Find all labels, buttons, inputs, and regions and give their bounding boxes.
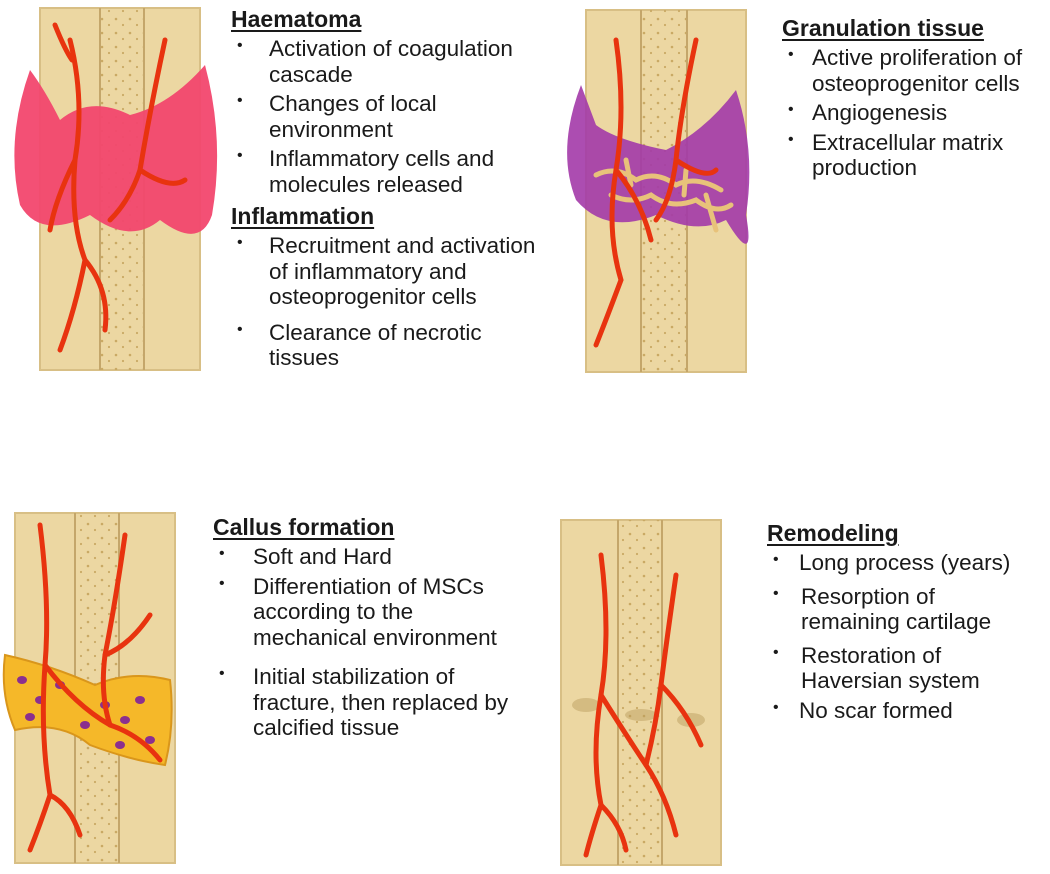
callus-bullets: Soft and Hard Differentiation of MSCs ac… bbox=[213, 544, 513, 741]
panel-remodeling-text: Remodeling Long process (years) Resorpti… bbox=[767, 520, 1037, 723]
panel-callus-text: Callus formation Soft and Hard Different… bbox=[213, 514, 513, 741]
remodeling-bullets: Long process (years) Resorption of remai… bbox=[767, 550, 1037, 723]
bone-shaft bbox=[561, 520, 721, 865]
list-item: Soft and Hard bbox=[213, 544, 513, 570]
haematoma-illustration bbox=[0, 0, 230, 380]
list-item: Initial stabilization of fracture, then … bbox=[213, 664, 513, 741]
remodeling-illustration bbox=[556, 515, 756, 870]
heading-remodeling: Remodeling bbox=[767, 520, 1037, 546]
inflammation-bullets: Recruitment and activation of inflammato… bbox=[231, 233, 541, 371]
list-item: Inflammatory cells and molecules release… bbox=[231, 146, 541, 197]
list-item: Active proliferation of osteoprogenitor … bbox=[782, 45, 1050, 96]
granulation-illustration bbox=[556, 0, 776, 380]
list-item: No scar formed bbox=[767, 698, 1037, 724]
list-item: Changes of local environment bbox=[231, 91, 541, 142]
heading-haematoma: Haematoma bbox=[231, 6, 541, 32]
callus-illustration bbox=[0, 505, 200, 867]
haematoma-bullets: Activation of coagulation cascade Change… bbox=[231, 36, 541, 197]
panel-haematoma-text: Haematoma Activation of coagulation casc… bbox=[231, 6, 541, 371]
list-item: Long process (years) bbox=[767, 550, 1037, 576]
granulation-bullets: Active proliferation of osteoprogenitor … bbox=[782, 45, 1050, 181]
list-item: Clearance of necrotic tissues bbox=[231, 320, 541, 371]
list-item: Restoration of Haversian system bbox=[767, 643, 1037, 694]
list-item: Angiogenesis bbox=[782, 100, 1050, 126]
list-item: Resorption of remaining cartilage bbox=[767, 584, 1037, 635]
list-item: Activation of coagulation cascade bbox=[231, 36, 541, 87]
heading-inflammation: Inflammation bbox=[231, 203, 541, 229]
list-item: Differentiation of MSCs according to the… bbox=[213, 574, 513, 651]
heading-callus-formation: Callus formation bbox=[213, 514, 513, 540]
list-item: Recruitment and activation of inflammato… bbox=[231, 233, 541, 310]
list-item: Extracellular matrix production bbox=[782, 130, 1050, 181]
panel-granulation-text: Granulation tissue Active proliferation … bbox=[782, 15, 1050, 181]
heading-granulation-tissue: Granulation tissue bbox=[782, 15, 1050, 41]
